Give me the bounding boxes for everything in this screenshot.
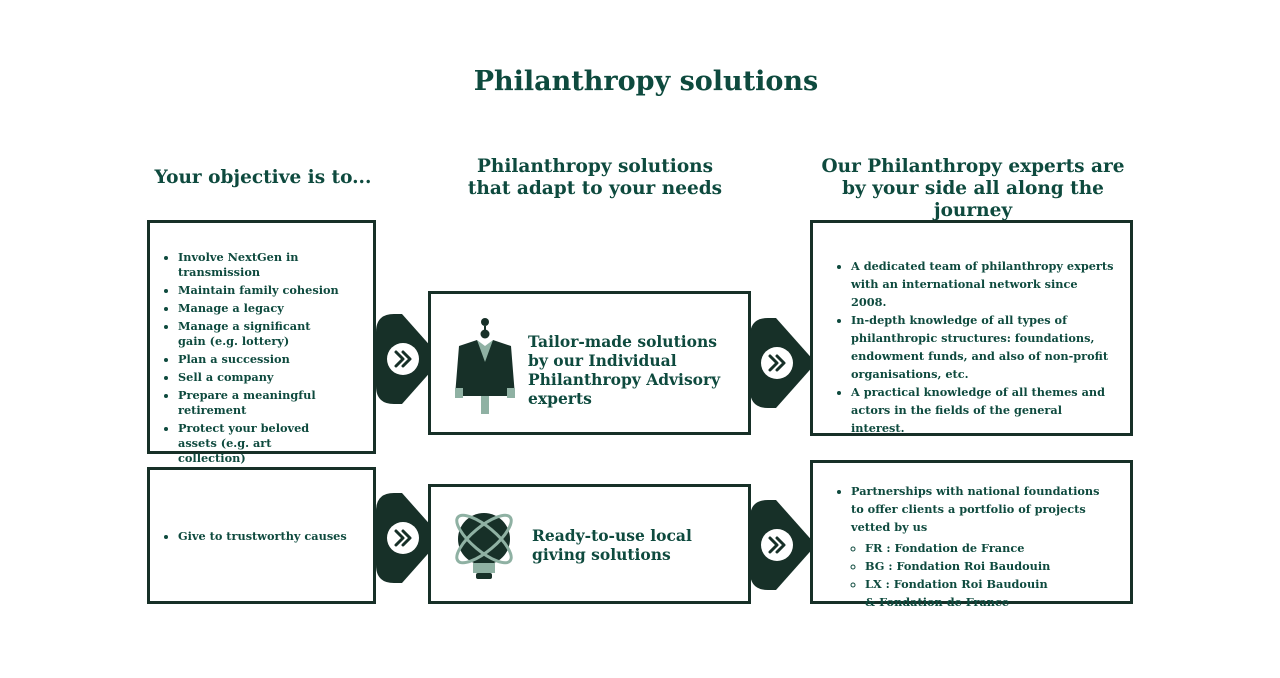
objectives-list-row2: Give to trustworthy causes [164, 529, 363, 544]
objective-item: Prepare a meaningful retirement [178, 388, 363, 418]
column-header-objective: Your objective is to... [148, 167, 378, 189]
expert-item: In-depth knowledge of all types of phila… [851, 311, 1114, 383]
objective-item: Maintain family cohesion [178, 283, 363, 298]
experts-box-row1: A dedicated team of philanthropy experts… [810, 220, 1133, 436]
objective-item: Plan a succession [178, 352, 363, 367]
partner-foundations-list: FR : Fondation de France BG : Fondation … [851, 539, 1114, 611]
expert-item: Partnerships with national foundations t… [851, 482, 1114, 611]
column-header-experts-line2: by your side all along the journey [842, 178, 1104, 221]
experts-box-row2: Partnerships with national foundations t… [810, 460, 1133, 609]
connector-row2-right [750, 500, 816, 590]
double-chevron-right-icon [387, 343, 419, 375]
column-header-experts: Our Philanthropy experts are by your sid… [800, 156, 1146, 222]
lightbulb-atom-icon [455, 513, 513, 579]
page-title: Philanthropy solutions [473, 66, 819, 97]
experts-list-row1: A dedicated team of philanthropy experts… [837, 257, 1114, 437]
column-header-solutions-line2: that adapt to your needs [467, 178, 723, 199]
objectives-list-row1: Involve NextGen in transmission Maintain… [164, 250, 363, 466]
partner-item: BG : Fondation Roi Baudouin [865, 557, 1114, 575]
objective-item: Involve NextGen in transmission [178, 250, 363, 280]
objective-item: Sell a company [178, 370, 363, 385]
objective-item: Manage a significant gain (e.g. lottery) [178, 319, 363, 349]
connector-row1-left [376, 314, 442, 404]
solution-box-row2: Ready-to-use local giving solutions [428, 484, 751, 604]
objectives-box-row1: Involve NextGen in transmission Maintain… [147, 220, 376, 465]
partner-item: LX : Fondation Roi Baudouin & Fondation … [865, 575, 1114, 611]
solution-box-row1: Tailor-made solutions by our Individual … [428, 291, 751, 435]
column-header-solutions: Philanthropy solutions that adapt to you… [455, 156, 735, 200]
column-header-experts-line1: Our Philanthropy experts are [821, 156, 1125, 177]
expert-item: A dedicated team of philanthropy experts… [851, 257, 1114, 311]
objective-item: Manage a legacy [178, 301, 363, 316]
partnerships-text: Partnerships with national foundations t… [851, 484, 1100, 534]
objective-item: Protect your beloved assets (e.g. art co… [178, 421, 363, 466]
experts-list-row2: Partnerships with national foundations t… [837, 482, 1114, 611]
objectives-box-row2: Give to trustworthy causes [147, 467, 376, 604]
partner-item: FR : Fondation de France [865, 539, 1114, 557]
expert-item: A practical knowledge of all themes and … [851, 383, 1114, 437]
double-chevron-right-icon [761, 347, 793, 379]
solution-text-row1: Tailor-made solutions by our Individual … [528, 332, 721, 408]
connector-row1-right [750, 318, 816, 408]
connector-row2-left [376, 493, 442, 583]
double-chevron-right-icon [761, 529, 793, 561]
suit-jacket-icon [455, 318, 515, 414]
objective-item: Give to trustworthy causes [178, 529, 363, 544]
column-header-solutions-line1: Philanthropy solutions [476, 156, 714, 177]
solution-text-row2: Ready-to-use local giving solutions [532, 526, 692, 564]
column-header-objective-text: Your objective is to... [154, 167, 372, 188]
double-chevron-right-icon [387, 522, 419, 554]
